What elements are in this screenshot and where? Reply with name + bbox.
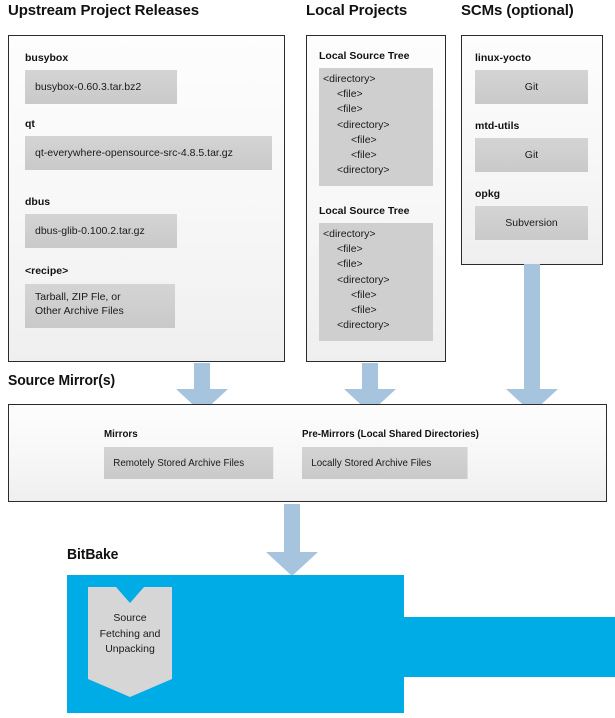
chip-recipe-archive-types: Tarball, ZIP Fle, or Other Archive Files bbox=[25, 284, 175, 328]
chip-busybox-tarball: busybox-0.60.3.tar.bz2 bbox=[25, 70, 177, 104]
task-line-1: Source bbox=[113, 612, 147, 624]
group-label-mtd-utils: mtd-utils bbox=[475, 120, 520, 132]
group-label-pre-mirrors: Pre-Mirrors (Local Shared Directories) bbox=[302, 428, 479, 440]
tree-node: <file> bbox=[351, 133, 377, 146]
group-label-qt: qt bbox=[25, 118, 35, 130]
arrow-scms-to-mirrors bbox=[506, 264, 558, 413]
tree-node: <directory> bbox=[337, 319, 390, 332]
chip-dbus-tarball: dbus-glib-0.100.2.tar.gz bbox=[25, 214, 177, 248]
chip-locally-stored-archive-files: Locally Stored Archive Files bbox=[302, 447, 468, 479]
tree-node: <file> bbox=[351, 149, 377, 162]
chip-linux-yocto-scm: Git bbox=[475, 70, 588, 104]
tree-local-source-tree-2: <directory> <file> <file> <directory> <f… bbox=[319, 223, 433, 341]
tree-node: <directory> bbox=[337, 273, 390, 286]
group-label-local-source-tree-2: Local Source Tree bbox=[319, 205, 410, 217]
tree-local-source-tree-1: <directory> <file> <file> <directory> <f… bbox=[319, 68, 433, 186]
task-chevron-label: Source Fetching and Unpacking bbox=[88, 611, 172, 658]
tree-node: <file> bbox=[337, 103, 363, 116]
chip-mtd-utils-scm: Git bbox=[475, 138, 588, 172]
recipe-line-1: Tarball, ZIP Fle, or bbox=[35, 291, 121, 303]
tree-node: <file> bbox=[337, 258, 363, 271]
group-label-opkg: opkg bbox=[475, 188, 501, 200]
group-label-dbus: dbus bbox=[25, 196, 51, 208]
group-label-mirrors: Mirrors bbox=[104, 428, 138, 440]
group-label-local-source-tree-1: Local Source Tree bbox=[319, 50, 410, 62]
tree-node: <directory> bbox=[323, 73, 376, 85]
section-title-source-mirrors: Source Mirror(s) bbox=[8, 372, 116, 389]
group-label-linux-yocto: linux-yocto bbox=[475, 52, 532, 64]
tree-node: <file> bbox=[351, 304, 377, 317]
group-label-busybox: busybox bbox=[25, 52, 69, 64]
arrow-upstream-to-mirrors bbox=[176, 363, 228, 413]
recipe-line-2: Other Archive Files bbox=[35, 305, 124, 318]
task-chevron-source-fetching-and-unpacking bbox=[88, 587, 172, 697]
tree-node: <file> bbox=[351, 288, 377, 301]
chip-opkg-scm: Subversion bbox=[475, 206, 588, 240]
column-title-local-projects: Local Projects bbox=[306, 2, 408, 19]
column-title-scms: SCMs (optional) bbox=[461, 2, 574, 19]
column-title-upstream-project-releases: Upstream Project Releases bbox=[8, 2, 199, 19]
arrow-local-projects-to-mirrors bbox=[344, 363, 396, 413]
tree-node: <file> bbox=[337, 88, 363, 101]
task-line-2: Fetching and bbox=[99, 627, 161, 640]
group-label-recipe: <recipe> bbox=[25, 265, 69, 277]
chip-remotely-stored-archive-files: Remotely Stored Archive Files bbox=[104, 447, 274, 479]
tree-node: <file> bbox=[337, 243, 363, 256]
tree-node: <directory> bbox=[337, 118, 390, 131]
chip-qt-tarball: qt-everywhere-opensource-src-4.8.5.tar.g… bbox=[25, 136, 272, 170]
arrow-mirrors-to-bitbake bbox=[266, 504, 318, 576]
tree-node: <directory> bbox=[323, 228, 376, 240]
tree-node: <directory> bbox=[337, 164, 390, 177]
task-line-3: Unpacking bbox=[105, 643, 155, 655]
section-title-bitbake: BitBake bbox=[67, 546, 119, 563]
